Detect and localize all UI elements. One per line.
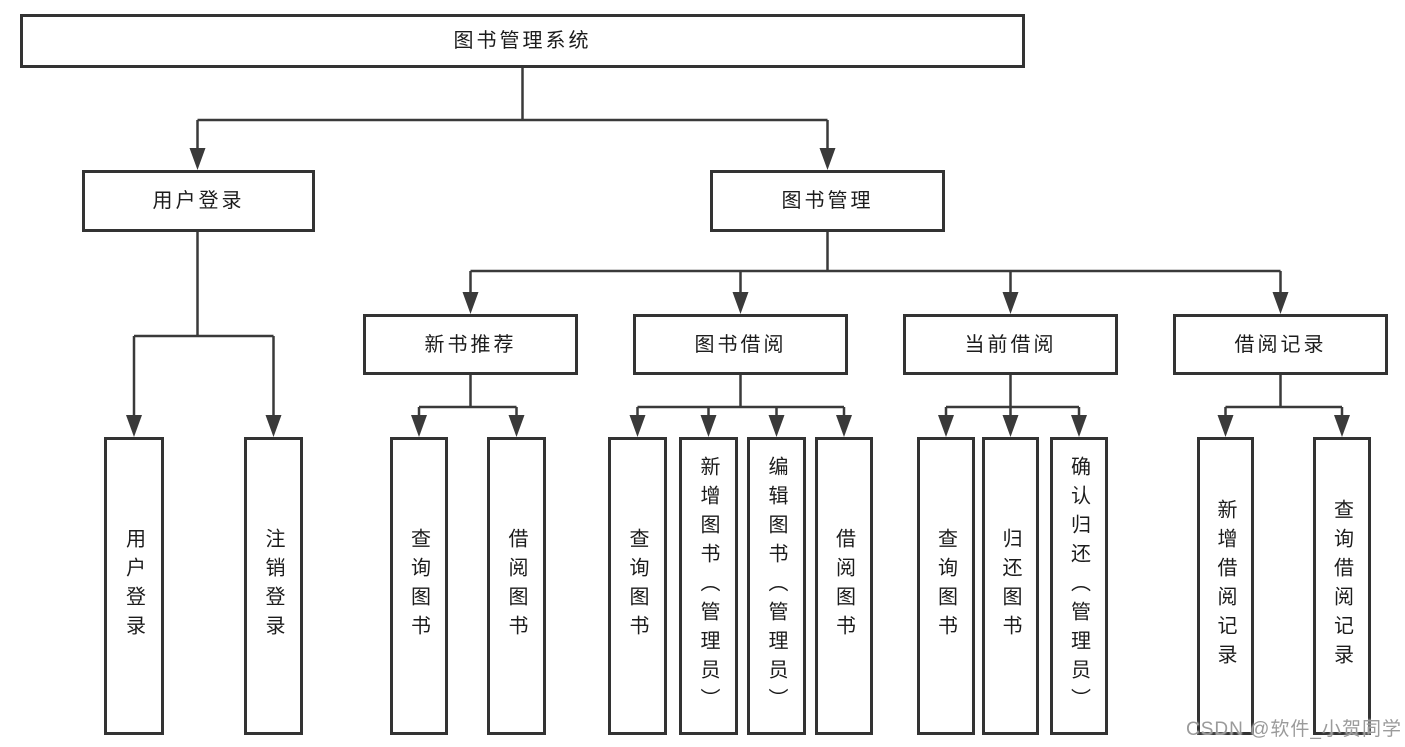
arrow-down-icon [836, 415, 852, 437]
connector-level3-to-leaves [417, 375, 1344, 418]
node-borrowing-records: 借阅记录 [1173, 314, 1388, 375]
arrow-down-icon [189, 148, 206, 170]
arrow-down-icon [462, 292, 479, 314]
arrow-down-icon [1002, 292, 1019, 314]
arrow-down-icon [629, 415, 646, 437]
node-new-book-recommendation: 新书推荐 [363, 314, 578, 375]
arrow-down-icon [1217, 415, 1234, 437]
connector-user-login-to-leaves [132, 232, 275, 418]
leaf-user-login: 用户登录 [104, 437, 164, 735]
arrow-down-icon [1272, 292, 1289, 314]
leaf-logout: 注销登录 [244, 437, 303, 735]
node-book-borrowing: 图书借阅 [633, 314, 848, 375]
connector-root-to-level2 [196, 68, 829, 150]
arrow-down-icon [265, 415, 282, 437]
leaf-borrow-books: 借阅图书 [815, 437, 873, 735]
node-user-login: 用户登录 [82, 170, 315, 232]
watermark: CSDN @软件_小贺同学 [1186, 719, 1402, 740]
arrow-down-icon [768, 415, 785, 437]
arrow-down-icon [508, 415, 525, 437]
arrow-down-icon [700, 415, 717, 437]
leaf-return-books: 归还图书 [982, 437, 1039, 735]
arrow-down-icon [126, 415, 142, 437]
arrow-down-icon [411, 415, 427, 437]
leaf-add-borrow-record: 新增借阅记录 [1197, 437, 1254, 735]
leaf-borrow-books-recommend: 借阅图书 [487, 437, 546, 735]
leaf-confirm-return-admin: 确认归还（管理员） [1050, 437, 1108, 735]
arrow-down-icon [819, 148, 836, 170]
leaf-add-book-admin: 新增图书（管理员） [679, 437, 738, 735]
leaf-query-books-borrow: 查询图书 [608, 437, 667, 735]
arrow-down-icon [732, 292, 749, 314]
node-book-management: 图书管理 [710, 170, 945, 232]
arrow-down-icon [1334, 415, 1350, 437]
arrow-down-icon [1002, 415, 1019, 437]
leaf-query-books-current: 查询图书 [917, 437, 975, 735]
leaf-query-borrow-record: 查询借阅记录 [1313, 437, 1371, 735]
leaf-query-books-recommend: 查询图书 [390, 437, 448, 735]
leaf-edit-book-admin: 编辑图书（管理员） [747, 437, 806, 735]
arrowhead-layer [126, 148, 1350, 437]
node-library-management-system: 图书管理系统 [20, 14, 1025, 68]
arrow-down-icon [1071, 415, 1087, 437]
connector-book-management-to-level3 [469, 232, 1282, 294]
arrow-down-icon [938, 415, 954, 437]
node-current-borrowing: 当前借阅 [903, 314, 1118, 375]
